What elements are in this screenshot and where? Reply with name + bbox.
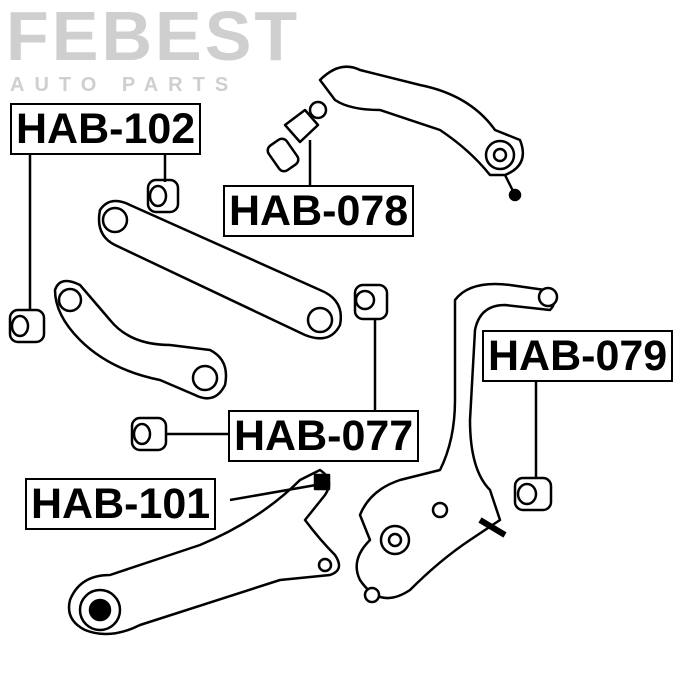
part-label-hab-079: HAB-079	[482, 330, 674, 382]
part-label-hab-078: HAB-078	[223, 185, 415, 237]
part-label-hab-102: HAB-102	[10, 103, 202, 155]
bushing-hab-078	[283, 108, 320, 144]
part-label-hab-101: HAB-101	[25, 478, 217, 530]
lower-control-arm	[67, 468, 341, 636]
lower-link-arm	[97, 199, 343, 340]
watermark-tagline: AUTO PARTS	[10, 74, 239, 96]
part-label-hab-077: HAB-077	[228, 410, 420, 462]
watermark-brand: FEBEST	[6, 0, 301, 75]
upper-control-arm	[318, 65, 525, 177]
trailing-arm	[53, 279, 228, 400]
leader-lines	[28, 140, 538, 502]
